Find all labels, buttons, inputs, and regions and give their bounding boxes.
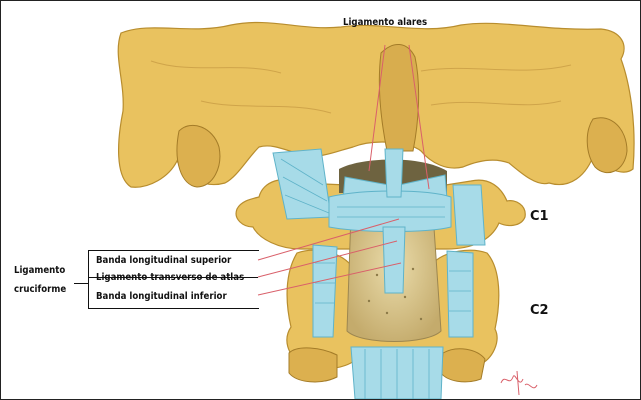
c2-lower-process-left [289,348,337,382]
label-cruciforme: cruciforme [14,285,66,295]
label-c1: C1 [530,210,549,223]
ligament-lateral-right-lower [447,251,473,337]
ligament-lateral-left [313,245,337,337]
cruciform-bracket-stub [74,283,88,284]
ligament-lateral-right [453,185,485,245]
label-banda-inferior: Banda longitudinal inferior [96,292,227,302]
foramen-magnum-edge [379,44,418,151]
c2-lower-process-right [441,349,485,382]
label-ligamento: Ligamento [14,266,65,276]
label-banda-superior: Banda longitudinal superior [96,256,231,266]
superior-longitudinal-band [385,149,403,197]
label-c2: C2 [530,304,549,317]
label-ligamento-alares: Ligamento alares [343,18,427,28]
label-ligamento-transverso: Ligamento transverso de atlas [96,273,244,283]
inferior-longitudinal-band [383,227,405,293]
artist-signature [501,371,537,395]
